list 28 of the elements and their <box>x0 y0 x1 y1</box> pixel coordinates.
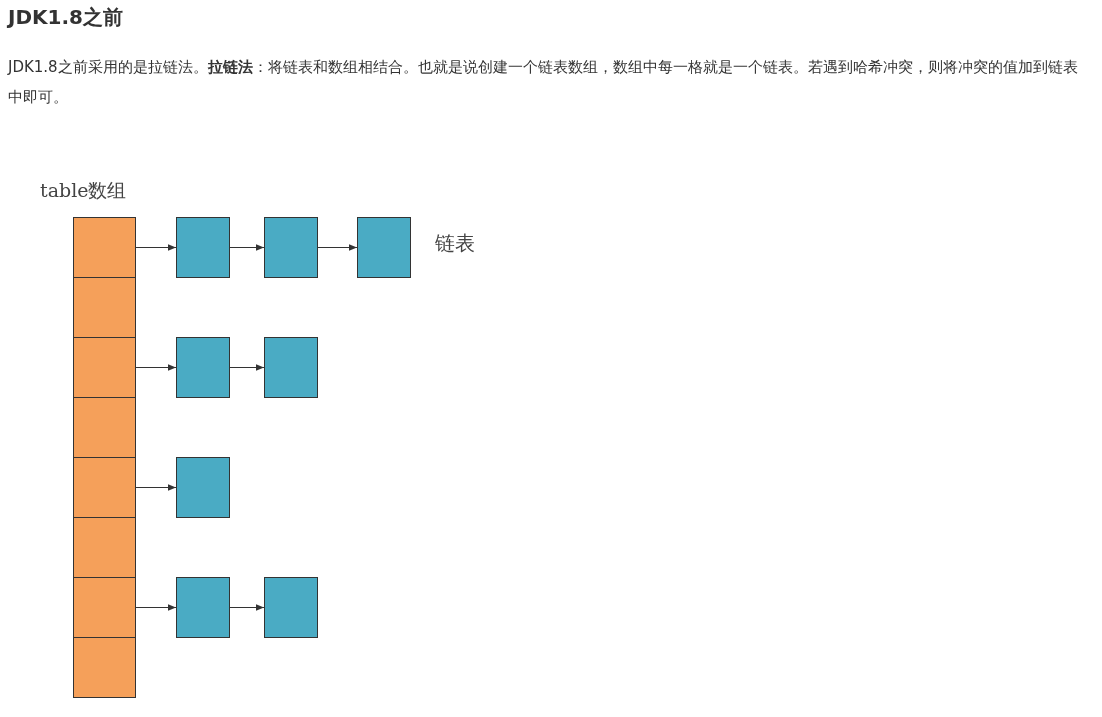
array-slot <box>73 277 136 338</box>
list-node-box <box>176 217 230 278</box>
arrow <box>317 244 358 251</box>
array-slot <box>73 517 136 578</box>
array-slot <box>73 337 136 398</box>
array-slot <box>73 577 136 638</box>
list-node-box <box>264 337 318 398</box>
arrow <box>135 484 177 491</box>
list-node-box <box>264 217 318 278</box>
array-slot <box>73 457 136 518</box>
list-caption: 链表 <box>435 230 475 257</box>
array-slot <box>73 637 136 698</box>
list-node-box <box>176 337 230 398</box>
array-slot <box>73 217 136 278</box>
array-slot <box>73 397 136 458</box>
description-text: JDK1.8之前采用的是拉链法。拉链法：将链表和数组相结合。也就是说创建一个链表数组，数组中每一格就是一个链表。若遇到哈希冲突，则将冲突的值加到链表中即可。 <box>8 57 1079 108</box>
arrow <box>229 244 265 251</box>
heading: JDK1.8之前 <box>8 4 123 31</box>
list-node-box <box>357 217 411 278</box>
array-title: table数组 <box>40 178 127 203</box>
arrow <box>135 604 177 611</box>
arrow <box>135 244 177 251</box>
arrow <box>229 604 265 611</box>
arrow <box>135 364 177 371</box>
list-node-box <box>176 577 230 638</box>
list-node-box <box>176 457 230 518</box>
list-node-box <box>264 577 318 638</box>
arrow <box>229 364 265 371</box>
